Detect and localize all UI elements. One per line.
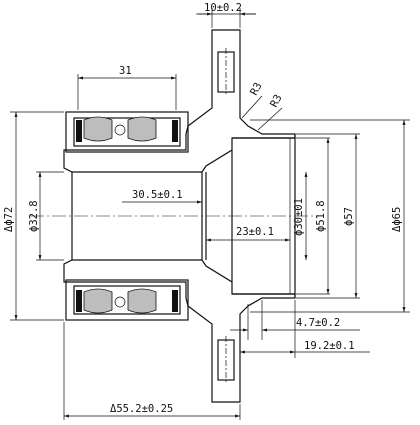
- flange-thickness-label: 10±0.2: [204, 2, 242, 14]
- pilot-outer-diameter-label: ϕ57: [343, 207, 355, 226]
- pilot-inner-diameter-label: ϕ51.8: [315, 200, 327, 232]
- overall-length-label: Δ55.2±0.25: [110, 403, 173, 415]
- dim-step-offset: 4.7±0.2: [230, 300, 360, 340]
- fillet-radius-1-label: R3: [248, 81, 265, 98]
- hub-depth-label: 30.5±0.1: [132, 189, 183, 201]
- dim-fillet-radii: R3 R3: [241, 81, 285, 131]
- spigot-diameter-label: ϕ30±01: [293, 198, 305, 236]
- bearing-lower: [65, 279, 189, 321]
- dim-spigot-outer-diameter: Δϕ65: [250, 119, 410, 313]
- dim-spigot-diameter: ϕ30±01: [293, 172, 308, 260]
- fillet-radius-2-label: R3: [268, 93, 285, 110]
- dim-bearing-outer-diameter: Δϕ72: [3, 111, 64, 321]
- bore-diameter-label: ϕ32.8: [28, 200, 40, 232]
- dim-overall-length: Δ55.2±0.25: [63, 322, 241, 420]
- dim-bore-diameter: ϕ32.8: [28, 171, 64, 261]
- bore-depth-label: 23±0.1: [236, 226, 274, 238]
- step-offset-label: 4.7±0.2: [296, 317, 340, 329]
- pilot-length-label: 19.2±0.1: [304, 340, 355, 352]
- dim-pilot-inner-diameter: ϕ51.8: [296, 137, 330, 295]
- dim-bore-depth: 23±0.1: [206, 226, 290, 242]
- dim-pilot-length: 19.2±0.1: [239, 300, 370, 358]
- bearing-upper: [65, 111, 189, 153]
- dim-bearing-width: 31: [77, 65, 177, 110]
- bearing-width-label: 31: [119, 65, 132, 77]
- spigot-outer-diameter-label: Δϕ65: [391, 207, 403, 232]
- dim-hub-depth: 30.5±0.1: [122, 176, 203, 206]
- bearing-outer-diameter-label: Δϕ72: [3, 207, 15, 232]
- dim-flange-thickness: 10±0.2: [196, 2, 256, 28]
- dim-pilot-outer-diameter: ϕ57: [296, 133, 360, 299]
